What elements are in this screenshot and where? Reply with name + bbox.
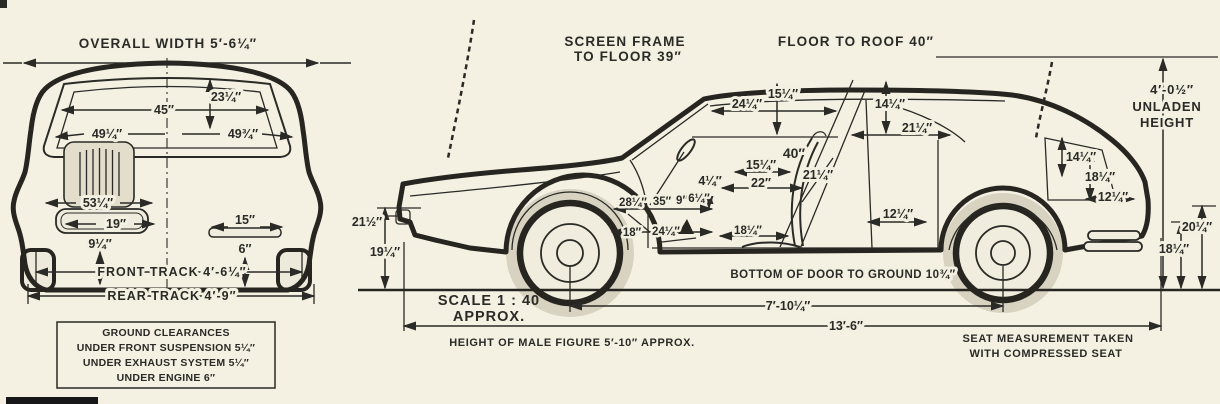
dim-21q-b: 21¼″ [803,168,833,182]
seat-note-line1: SEAT MEASUREMENT TAKEN [962,333,1133,345]
seat-note-line2: WITH COMPRESSED SEAT [970,348,1123,360]
louvre-panel [63,141,135,208]
side-view: SCREEN FRAME TO FLOOR 39″ FLOOR TO ROOF … [349,19,1220,360]
dim-49-left: 49¼″ [92,127,122,141]
steering-wheel [649,138,696,206]
dim-9q: 9¼″ [88,237,111,251]
front-view: OVERALL WIDTH 5′-6¼″ 45″ 23¼″ 49¼″ 49¾″ … [3,34,351,389]
clearance-box: GROUND CLEARANCES UNDER FRONT SUSPENSION… [56,321,276,389]
rear-track-label: REAR TRACK 4′-9″ [107,289,236,303]
windscreen [42,77,292,158]
dim-45: 45″ [154,103,174,117]
dim-24q: 24¼″ [732,97,762,111]
unladen-height-label1: UNLADEN [1132,99,1201,114]
dim-14q-cabin: 14¼″ [875,97,905,111]
front-bumper-overrider [395,209,411,225]
clearance-line2: UNDER FRONT SUSPENSION 5¼″ [77,342,256,354]
dim-boot-18q: 18¼″ [1085,170,1115,184]
clearance-line4: UNDER ENGINE 6″ [117,372,216,384]
dim-6: 6″ [239,242,252,256]
unladen-height-label2: HEIGHT [1140,115,1194,130]
car-side-outline [396,87,1151,255]
unladen-height-value: 4′-0½″ [1150,82,1194,97]
dim-boot-14q: 14¼″ [1066,150,1096,164]
dim-53q: 53¼″ [83,196,113,210]
scale-label-line2: APPROX. [453,309,525,325]
dim-18: 18″ [623,227,642,239]
dim-21half: 21½″ [352,215,382,229]
overall-width-label: OVERALL WIDTH 5′-6¼″ [79,36,257,51]
sill-strip [208,227,282,238]
side-view-dimension-lines [377,56,1218,331]
scan-artifacts [0,0,98,404]
dim-15: 15″ [235,213,255,227]
overall-length-label: 13′-6″ [829,319,863,333]
wheelbase-label: 7′-10¼″ [766,299,810,313]
dim-boot-12q: 12¼″ [1098,190,1128,204]
dim-12q-cabin: 12¼″ [883,207,913,221]
front-track-label: FRONT TRACK 4′-6¼″ [97,265,246,279]
dim-19: 19″ [106,217,126,231]
scale-label-line1: SCALE 1 : 40 [438,293,540,309]
dim-rear-18q: 18¼″ [1159,242,1189,256]
dim-40: 40″ [783,145,806,161]
front-aerial [446,19,476,159]
dim-19q: 19¼″ [370,245,400,259]
dim-15q-a: 15¼″ [768,87,798,101]
exhaust-pipes [1083,230,1143,252]
dim-18q: 18¼″ [734,225,762,237]
dim-15q-b: 15¼″ [746,158,776,172]
clearance-line3: UNDER EXHAUST SYSTEM 5¼″ [83,357,249,369]
front-view-dimension-lines [3,58,351,304]
floor-to-roof-label: FLOOR TO ROOF 40″ [778,34,934,49]
dim-9: 9″ [676,195,688,207]
dim-23q: 23¼″ [211,90,241,104]
dim-21q-a: 21¼″ [902,121,932,135]
screen-frame-label-line1: SCREEN FRAME [564,34,685,49]
dim-35: 35″ [653,196,672,208]
door-to-ground-label: BOTTOM OF DOOR TO GROUND 10¾″ [730,269,955,281]
bumper-bar [55,208,149,234]
dim-28q: 28¼″ [619,197,647,209]
dim-4q: 4¼″ [698,174,721,188]
clearance-line1: GROUND CLEARANCES [102,327,230,339]
dim-24q-b: 24¼″ [652,226,680,238]
male-figure-note: HEIGHT OF MALE FIGURE 5′-10″ APPROX. [449,337,694,349]
dim-6q: 6¼″ [688,193,710,205]
dim-rear-20q: 20¼″ [1182,220,1212,234]
screen-frame-label-line2: TO FLOOR 39″ [574,49,682,64]
dim-22: 22″ [751,176,771,190]
dim-49-right: 49¾″ [228,127,258,141]
rear-aerial [1034,61,1054,139]
